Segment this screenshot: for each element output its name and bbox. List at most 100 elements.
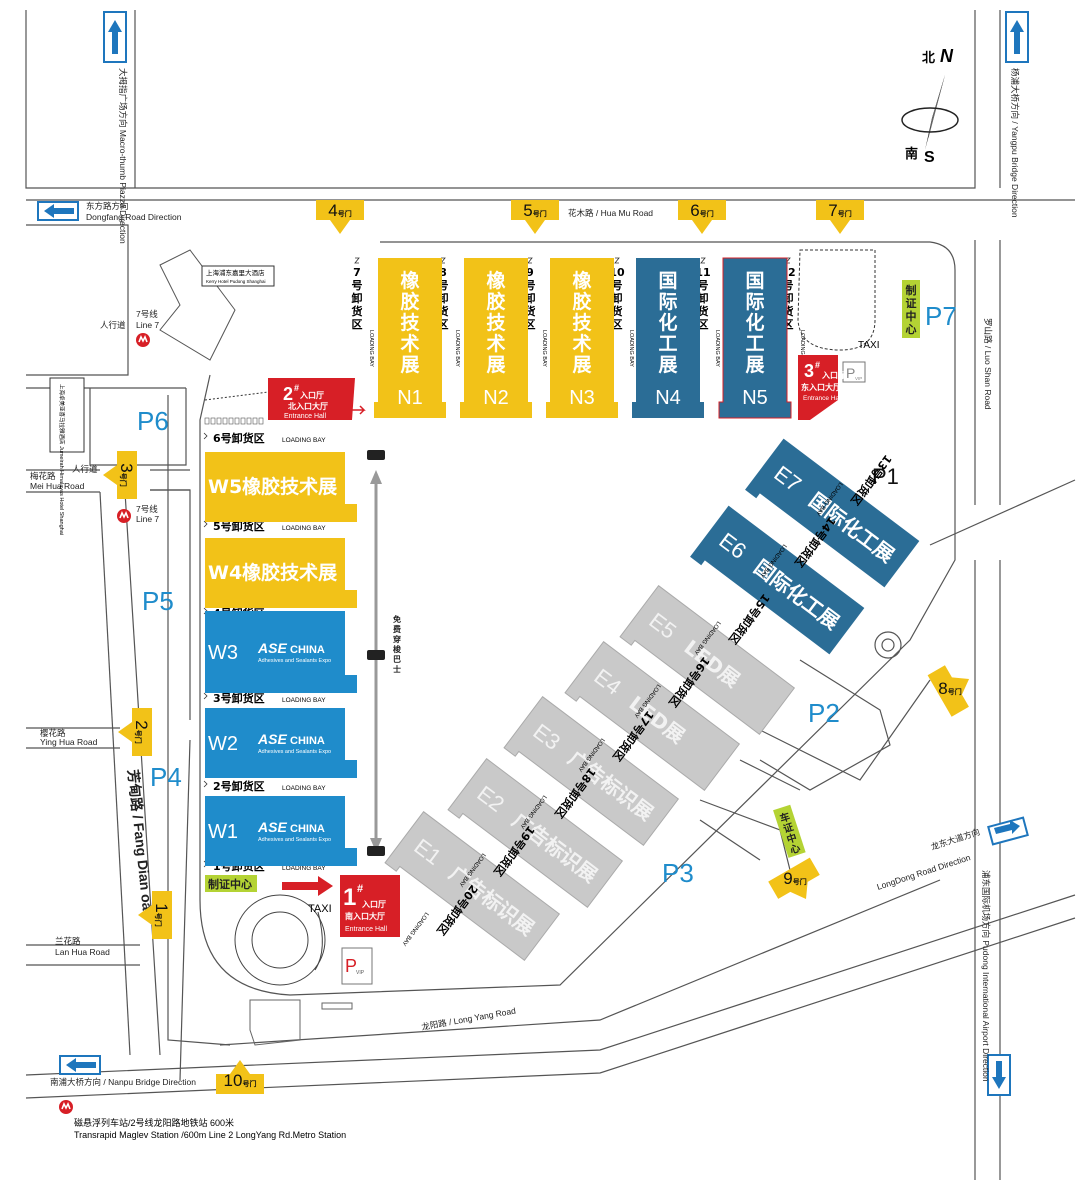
taxi-loop-north <box>797 249 876 351</box>
ase-logo: ASE <box>257 640 287 656</box>
parking-p7: P7 <box>925 301 957 331</box>
hall-cn-char: 化 <box>658 311 677 334</box>
metro-icon-3 <box>58 1099 74 1115</box>
hall-cn-char: 橡 <box>400 269 420 292</box>
north-bay-en: LOADING BAY <box>628 330 634 367</box>
hall-cn-char: 际 <box>745 291 764 313</box>
svg-text:2号门: 2号门 <box>132 720 151 743</box>
svg-text:3号门: 3号门 <box>117 463 136 486</box>
north-bay-char: 卸 <box>612 291 623 305</box>
compass-north-cn: 北 <box>922 51 935 66</box>
bay-marker <box>252 417 258 425</box>
hall-name: N3 <box>569 387 595 409</box>
svg-text:#: # <box>294 383 299 393</box>
road-macro-thumb: 大拇指广场方向 Macro-thumb Piazza Direction <box>118 68 128 244</box>
sidewalk-label-2: 人行道 <box>72 464 98 474</box>
gate-2: 2号门 <box>118 708 152 756</box>
svg-text:LOADING BAY: LOADING BAY <box>282 437 326 444</box>
hall-cn-char: 胶 <box>572 290 591 313</box>
svg-text:2: 2 <box>283 384 293 404</box>
hall-cn-char: 展 <box>745 354 764 376</box>
gate-9: 9号门 <box>768 857 820 900</box>
north-bay-char: 8 <box>439 266 447 279</box>
svg-text:Entrance Hall: Entrance Hall <box>803 395 843 402</box>
compass-rose: 北 N 南 S <box>901 46 959 166</box>
hall-cn-char: 化 <box>745 311 764 334</box>
parking-p1: P1 <box>872 464 899 489</box>
road-long-yang: 龙阳路 / Long Yang Road <box>421 1005 517 1031</box>
svg-text:北入口大厅: 北入口大厅 <box>288 401 328 411</box>
road-network <box>25 10 1076 1180</box>
hall-label: W5橡胶技术展 <box>208 475 337 498</box>
north-bay-char: 区 <box>438 318 449 331</box>
hall-cn-char: 技 <box>486 311 506 334</box>
hall-label: W4橡胶技术展 <box>208 561 337 584</box>
bay-marker <box>228 417 234 425</box>
hall-name: N5 <box>742 387 768 409</box>
gate-3: 3号门 <box>103 451 137 499</box>
compass-south: S <box>924 149 935 166</box>
north-bay-char: 号 <box>352 279 363 292</box>
hall-cn-char: 际 <box>658 291 677 313</box>
line7-en-2: Line 7 <box>136 514 159 524</box>
bay-marker <box>210 417 216 425</box>
hall-cn-char: 展 <box>572 354 591 376</box>
ase-logo: ASE <box>257 731 287 747</box>
car-badge-center: 车证中心 <box>773 804 806 858</box>
parking-p4: P4 <box>150 762 182 792</box>
hall-cn-char: 国 <box>658 270 677 292</box>
hall-w4[interactable]: W4橡胶技术展 <box>205 538 357 608</box>
hall-name: W1 <box>208 821 238 843</box>
north-bay-char: 号 <box>612 279 623 292</box>
bay-marker <box>222 417 228 425</box>
ase-sub: Adhesives and Sealants Expo <box>258 749 331 755</box>
svg-text:2号卸货区: 2号卸货区 <box>213 779 265 793</box>
gate-6: 6号门 <box>678 200 726 234</box>
hall-cn-char: 工 <box>658 333 677 355</box>
svg-text:免费穿梭巴士: 免费穿梭巴士 <box>393 614 402 674</box>
hall-cn-char: 术 <box>400 333 419 355</box>
svg-text:15号卸货区: 15号卸货区 <box>726 591 773 647</box>
hall-w5[interactable]: W5橡胶技术展 <box>205 452 357 522</box>
hall-cn-char: 展 <box>658 354 677 376</box>
line7-en-1: Line 7 <box>136 320 159 330</box>
svg-text:Entrance Hall: Entrance Hall <box>345 926 387 933</box>
svg-text:LOADING BAY: LOADING BAY <box>282 865 326 872</box>
north-bay-char: 号 <box>783 279 794 292</box>
hall-cn-char: 技 <box>572 311 592 334</box>
sidewalk-label-1: 人行道 <box>100 320 126 330</box>
gate-10: 10号门 <box>216 1060 264 1094</box>
hall-cn-char: 展 <box>400 354 419 376</box>
hall-cn-char: 胶 <box>400 290 419 313</box>
vip-parking-south: P VIP <box>341 947 373 985</box>
badge-center-south: 制证中心 <box>205 875 257 892</box>
north-bay-char: 号 <box>525 279 536 292</box>
svg-text:LOADING BAY: LOADING BAY <box>282 525 326 532</box>
bay-marker <box>216 417 222 425</box>
bay-marker <box>234 417 240 425</box>
vip-parking-north: P VIP <box>842 361 866 383</box>
south-annex-shelter <box>321 1002 353 1010</box>
hall-cn-char: 胶 <box>486 290 505 313</box>
road-ying-hua-cn: 樱花路 <box>40 728 66 738</box>
svg-text:7号门: 7号门 <box>828 201 851 220</box>
road-mei-hua-en: Mei Hua Road <box>30 481 85 491</box>
hall-cn-char: 橡 <box>486 269 506 292</box>
north-bay-char: 货 <box>351 304 363 318</box>
hall-cn-char: 技 <box>400 311 420 334</box>
svg-text:LOADING BAY: LOADING BAY <box>282 785 326 792</box>
